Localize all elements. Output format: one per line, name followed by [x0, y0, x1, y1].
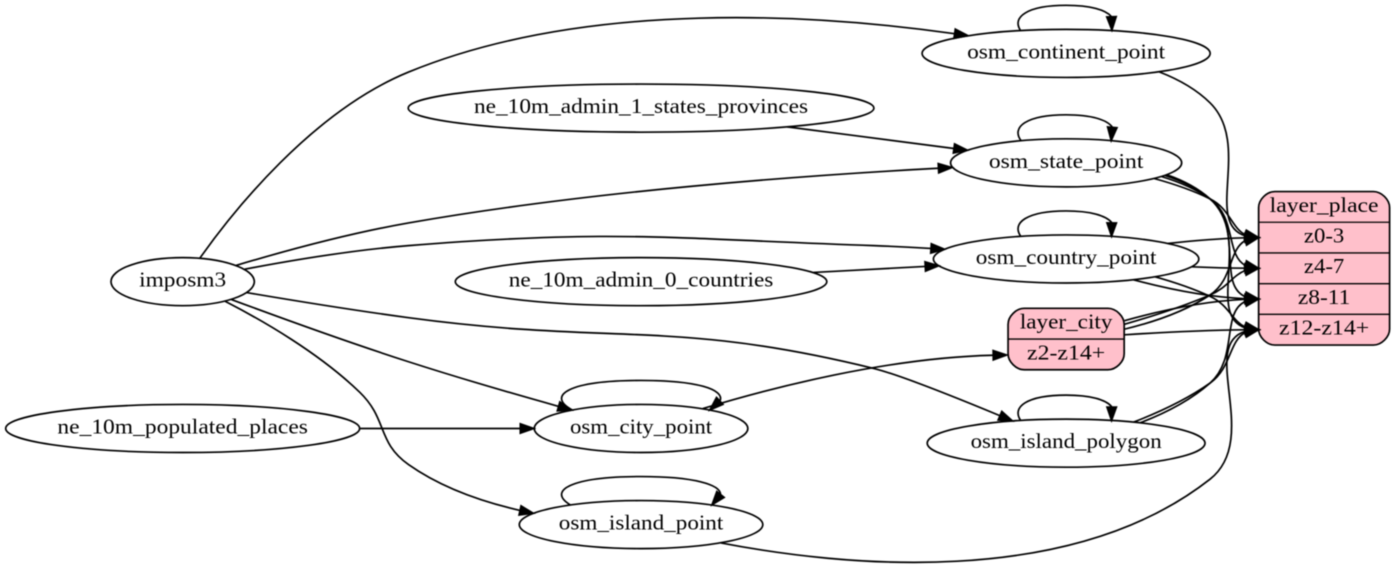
- svg-text:ne_10m_admin_0_countries: ne_10m_admin_0_countries: [509, 268, 774, 292]
- svg-text:ne_10m_populated_places: ne_10m_populated_places: [57, 415, 308, 439]
- svg-text:layer_place: layer_place: [1270, 193, 1379, 217]
- svg-text:osm_state_point: osm_state_point: [989, 149, 1144, 173]
- svg-text:z8-11: z8-11: [1298, 285, 1350, 309]
- svg-text:z2-z14+: z2-z14+: [1027, 340, 1105, 364]
- svg-text:z0-3: z0-3: [1304, 224, 1344, 248]
- svg-text:osm_island_point: osm_island_point: [559, 511, 724, 535]
- svg-text:ne_10m_admin_1_states_province: ne_10m_admin_1_states_provinces: [474, 94, 808, 118]
- svg-text:imposm3: imposm3: [139, 268, 226, 292]
- svg-text:layer_city: layer_city: [1020, 310, 1113, 334]
- svg-text:osm_island_polygon: osm_island_polygon: [971, 429, 1163, 453]
- svg-text:osm_city_point: osm_city_point: [570, 415, 712, 439]
- svg-text:z12-z14+: z12-z14+: [1279, 316, 1369, 340]
- svg-text:z4-7: z4-7: [1304, 254, 1344, 278]
- svg-text:osm_continent_point: osm_continent_point: [967, 39, 1165, 63]
- svg-text:osm_country_point: osm_country_point: [976, 245, 1157, 269]
